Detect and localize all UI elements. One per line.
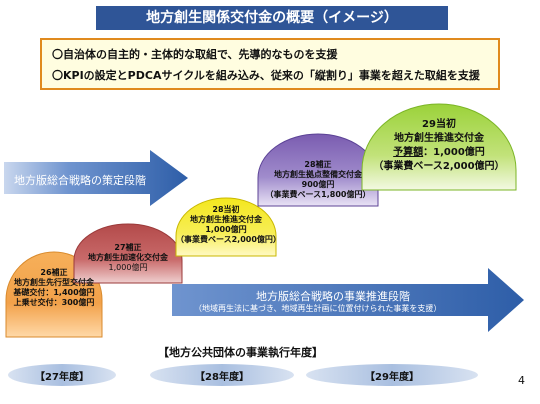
policy-box: 〇自治体の自主的・主体的な取組で、先導的なものを支援 〇KPIの設定とPDCAサ…: [40, 38, 500, 90]
dome-28a: [175, 197, 277, 257]
planning-arrow-label: 地方版総合戦略の策定段階: [14, 174, 146, 187]
policy-line-1: 〇自治体の自主的・主体的な取組で、先導的なものを支援: [52, 48, 338, 61]
dome-28b-line-2: 地方創生拠点整備交付金: [274, 170, 362, 179]
dome-27-line-2: 地方創生加速化交付金: [88, 253, 168, 262]
dome-28b-line-1: 28補正: [304, 160, 332, 169]
dome-28a-line-4: （事業費ベース2,000億円）: [176, 235, 281, 244]
dome-26-line-3: 基礎交付：1,400億円: [13, 288, 95, 297]
year-pill-28: [150, 364, 294, 386]
planning-arrow: [4, 150, 188, 206]
dome-28a-line-3: 1,000億円: [205, 225, 247, 234]
dome-29-line-2: 地方創生推進交付金: [394, 133, 484, 144]
page-number: 4: [518, 374, 525, 387]
dome-29-line-4: （事業費ベース2,000億円）: [373, 161, 505, 172]
dome-26-line-1: 26補正: [40, 268, 68, 277]
dome-27-line-1: 27補正: [114, 243, 142, 252]
dome-28b-text: 28補正 地方創生拠点整備交付金 900億円 （事業費ベース1,800億円）: [258, 160, 378, 200]
execution-year-label: 【地方公共団体の事業執行年度】: [158, 346, 323, 359]
promotion-arrow: [172, 268, 524, 332]
year-label-27: 【27年度】: [35, 372, 89, 383]
dome-28b-line-3: 900億円: [301, 180, 335, 189]
dome-27-line-3: 1,000億円: [108, 263, 148, 272]
dome-29-text: 29当初 地方創生推進交付金 予算額：1,000億円 （事業費ベース2,000億…: [362, 118, 516, 174]
year-label-29: 【29年度】: [365, 372, 419, 383]
budget-label: 予算額: [393, 147, 424, 158]
page-title: 地方創生関係交付金の概要（イメージ）: [96, 6, 448, 30]
dome-28a-text: 28当初 地方創生推進交付金 1,000億円 （事業費ベース2,000億円）: [176, 205, 281, 245]
dome-26-line-2: 地方創生先行型交付金: [14, 278, 94, 287]
dome-28a-line-1: 28当初: [212, 205, 240, 214]
dome-29-line-1: 29当初: [422, 119, 456, 130]
dome-26-line-4: 上乗せ交付：300億円: [13, 298, 95, 307]
dome-28b-line-4: （事業費ベース1,800億円）: [265, 190, 371, 199]
policy-line-2: 〇KPIの設定とPDCAサイクルを組み込み、従来の「縦割り」事業を超えた取組を支…: [52, 69, 480, 82]
budget-value: ：1,000億円: [423, 147, 485, 158]
promotion-arrow-title: 地方版総合戦略の事業推進段階: [256, 290, 410, 303]
dome-27-text: 27補正 地方創生加速化交付金 1,000億円: [74, 243, 182, 273]
year-pill-29: [306, 364, 478, 386]
year-label-28: 【28年度】: [195, 372, 249, 383]
dome-26-text: 26補正 地方創生先行型交付金 基礎交付：1,400億円 上乗せ交付：300億円: [6, 268, 102, 308]
year-pill-27: [8, 364, 116, 386]
dome-29-line-3: 予算額：1,000億円: [362, 146, 516, 160]
dome-28a-line-2: 地方創生推進交付金: [190, 215, 262, 224]
dome-29: [361, 103, 517, 191]
promotion-arrow-subtitle: （地域再生法に基づき、地域再生計画に位置付けられた事業を支援）: [194, 304, 442, 313]
